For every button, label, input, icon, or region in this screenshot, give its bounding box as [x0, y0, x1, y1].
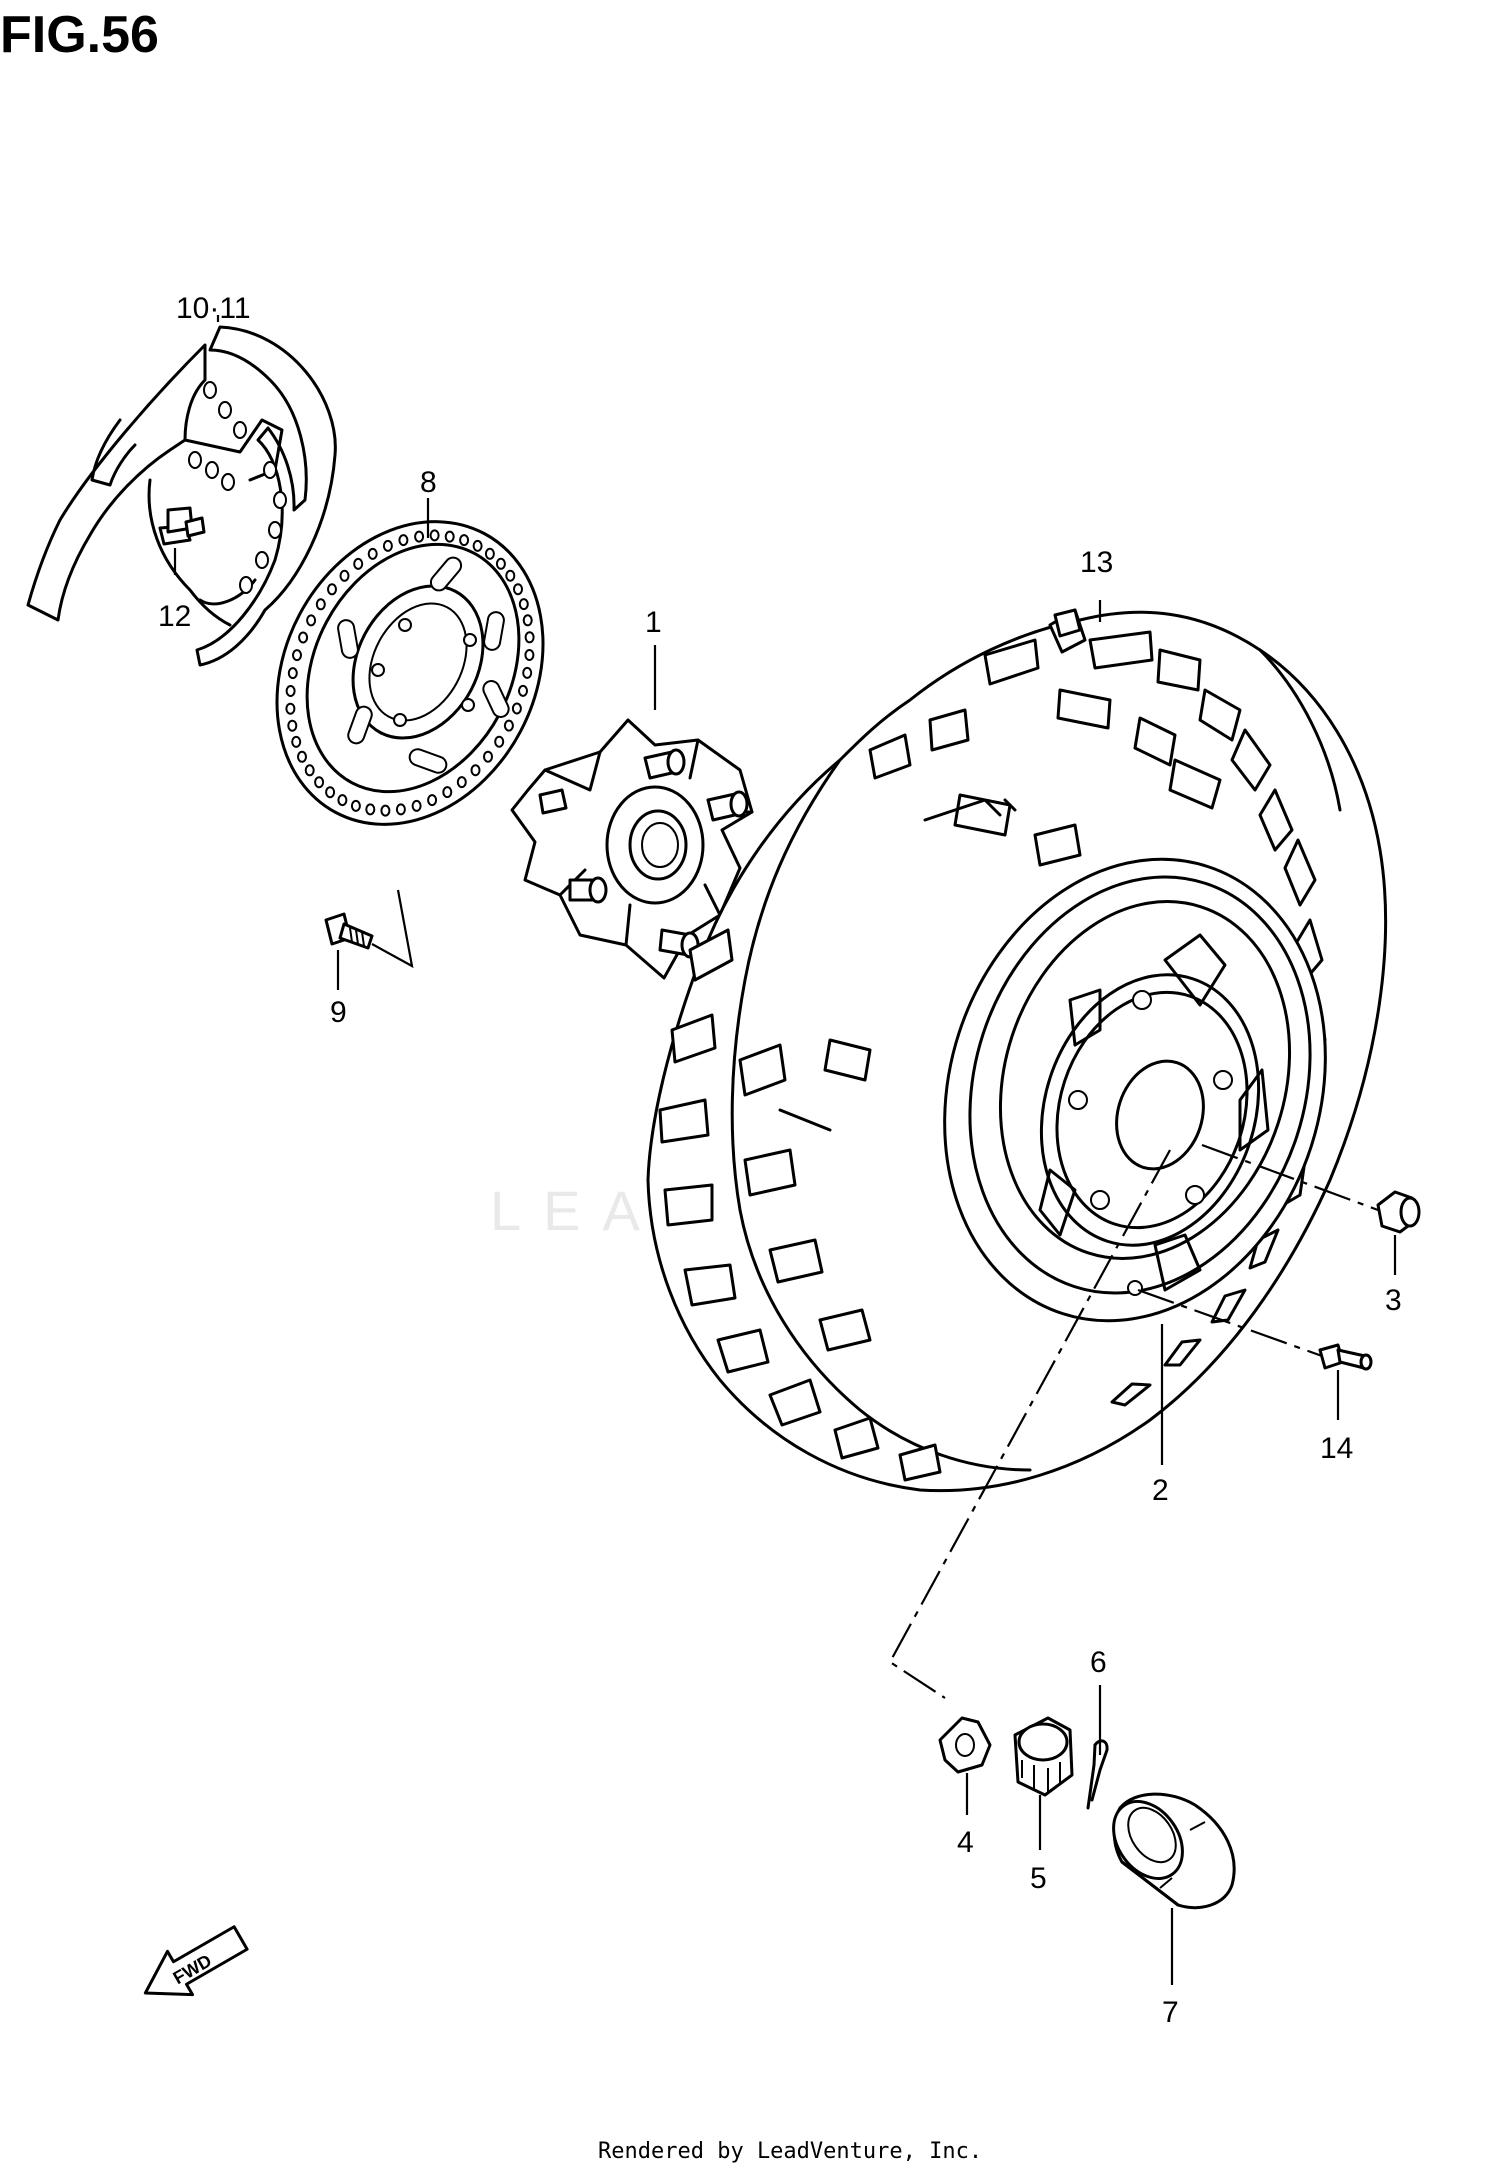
- disc-drill-hole: [353, 557, 364, 570]
- disc-drill-hole: [513, 583, 523, 596]
- disc-drill-hole: [444, 530, 455, 543]
- disc-drill-hole: [524, 649, 535, 661]
- disc-drill-hole: [495, 557, 506, 570]
- disc-drill-hole: [414, 530, 425, 543]
- render-credit: Rendered by LeadVenture, Inc.: [598, 2139, 982, 2164]
- disc-drill-hole: [456, 776, 467, 789]
- disc-drill-hole: [522, 614, 533, 627]
- disc-drill-hole: [411, 799, 422, 812]
- callout-2: 2: [1152, 1474, 1169, 1507]
- disc-drill-hole: [484, 547, 495, 560]
- disc-drill-hole: [442, 786, 453, 799]
- disc-drill-hole: [398, 534, 409, 547]
- disc-drill-hole: [325, 786, 336, 799]
- washer: [938, 1716, 992, 1774]
- hub-cap: [1112, 1792, 1236, 1910]
- disc-drill-holes: [285, 529, 535, 817]
- callout-5: 5: [1030, 1862, 1047, 1895]
- disc-drill-hole: [470, 764, 481, 777]
- disc-drill-hole: [427, 794, 438, 807]
- wheel-rim: [943, 857, 1327, 1323]
- wheel-nut: [1376, 1190, 1421, 1234]
- disc-drill-hole: [459, 534, 470, 547]
- disc-drill-hole: [429, 529, 440, 542]
- callout-7: 7: [1162, 1996, 1179, 2029]
- disc-drill-hole: [472, 539, 483, 552]
- disc-drill-hole: [518, 598, 529, 611]
- disc-drill-hole: [367, 547, 378, 560]
- valve-stem: [1318, 1343, 1373, 1371]
- callout-3: 3: [1385, 1284, 1402, 1317]
- disc-drill-hole: [339, 569, 350, 582]
- disc-drill-hole: [298, 631, 309, 644]
- callout-14: 14: [1320, 1432, 1353, 1465]
- cotter-pin: [1086, 1739, 1109, 1810]
- leader-9-disc: [371, 889, 414, 969]
- callout-4: 4: [957, 1826, 974, 1859]
- disc-drill-hole: [524, 631, 535, 644]
- callout-1: 1: [645, 606, 662, 639]
- callouts: 10·11 8 12 1 13 9 3 2 14 6 4 5 7: [158, 292, 1402, 2029]
- disc-drill-hole: [522, 666, 533, 679]
- fwd-arrow-icon: FWD: [143, 1925, 249, 1997]
- wheel-hub: [510, 718, 754, 980]
- figure-title: FIG.56: [0, 6, 159, 64]
- disc-drill-hole: [382, 539, 393, 552]
- disc-drill-hole: [285, 685, 296, 697]
- disc-drill-hole: [337, 794, 348, 807]
- disc-drill-hole: [285, 702, 296, 715]
- callout-10-11: 10·11: [176, 292, 251, 325]
- disc-drill-hole: [306, 614, 317, 627]
- disc-drill-hole: [292, 649, 302, 662]
- disc-drill-hole: [287, 667, 298, 680]
- disc-drill-hole: [350, 799, 361, 812]
- disc-drill-hole: [511, 702, 522, 715]
- disc-drill-hole: [291, 735, 302, 748]
- disc-drill-hole: [505, 569, 516, 582]
- disc-drill-hole: [380, 804, 391, 817]
- leader-lines: [173, 315, 1397, 1985]
- disc-drill-hole: [494, 735, 505, 748]
- disc-drill-hole: [315, 598, 326, 611]
- disc-drill-hole: [297, 750, 307, 763]
- disc-drill-hole: [287, 719, 298, 732]
- brake-disc: [275, 520, 545, 826]
- disc-drill-hole: [483, 750, 493, 763]
- castle-nut: [1013, 1716, 1074, 1797]
- cover-bolt: [158, 506, 206, 546]
- brake-disc-cover: [26, 325, 337, 667]
- disc-drill-hole: [304, 764, 315, 777]
- callout-6: 6: [1090, 1646, 1107, 1679]
- disc-drill-hole: [503, 719, 514, 732]
- disc-drill-hole: [518, 684, 528, 697]
- disc-bolt: [324, 912, 374, 950]
- callout-12: 12: [158, 600, 191, 633]
- disc-drill-hole: [327, 583, 337, 596]
- disc-drill-hole: [314, 776, 325, 789]
- disc-drill-hole: [365, 803, 376, 816]
- callout-13: 13: [1080, 546, 1113, 579]
- callout-8: 8: [420, 466, 437, 499]
- disc-drill-hole: [395, 803, 406, 816]
- callout-9: 9: [330, 996, 347, 1029]
